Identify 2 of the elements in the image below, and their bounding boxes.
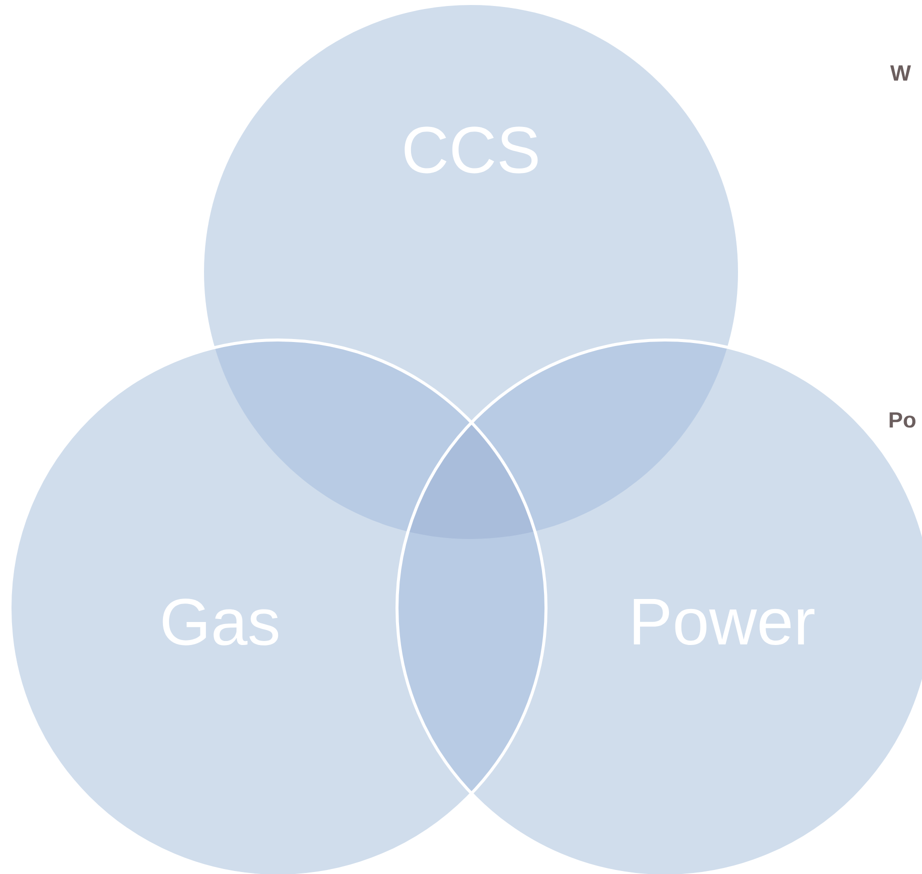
side-label: W xyxy=(890,65,911,81)
side-label: Po xyxy=(890,412,916,428)
